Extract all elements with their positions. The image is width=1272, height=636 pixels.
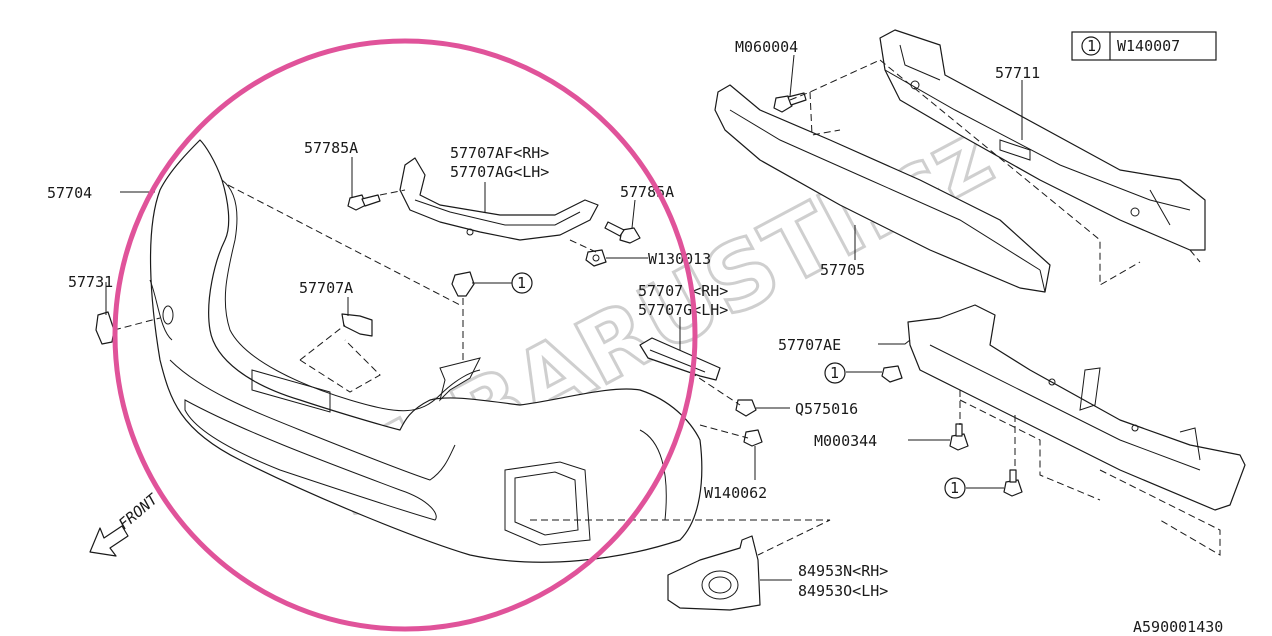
legend-part: W140007	[1117, 37, 1180, 55]
label-W130013: W130013	[648, 250, 711, 268]
figure-code: A590001430	[1133, 618, 1223, 636]
part-57731-clip	[95, 311, 161, 345]
bolt-M000344	[949, 423, 969, 451]
lower-beam-57707AE	[907, 304, 1246, 511]
svg-text:1: 1	[950, 479, 959, 497]
label-57707A: 57707A	[299, 279, 353, 297]
clip-W130013	[585, 249, 607, 267]
label-57705: 57705	[820, 261, 865, 279]
label-57785A-left: 57785A	[304, 139, 358, 157]
labels: 57704 57731 57785A 57707AF<RH> 57707AG<L…	[47, 38, 1223, 636]
fog-lamp-cover	[667, 535, 761, 611]
label-Q575016: Q575016	[795, 400, 858, 418]
label-57731: 57731	[68, 273, 113, 291]
label-57707AF: 57707AF<RH>	[450, 144, 549, 162]
bolt-57785A-left	[347, 194, 381, 211]
front-arrow: FRONT	[89, 490, 162, 557]
label-57707AE: 57707AE	[778, 336, 841, 354]
label-84953N: 84953N<RH>	[798, 562, 888, 580]
bumper-side-bracket-lower	[639, 337, 721, 381]
label-57711: 57711	[995, 64, 1040, 82]
svg-text:1: 1	[517, 274, 526, 292]
bolt-57785A-right	[604, 221, 641, 244]
bolt-lower-beam-2	[1003, 469, 1023, 497]
label-M060004: M060004	[735, 38, 798, 56]
grommet-center	[451, 271, 475, 297]
label-W140062: W140062	[704, 484, 767, 502]
svg-text:1: 1	[830, 364, 839, 382]
front-label: FRONT	[115, 490, 162, 533]
label-57707G-lh: 57707G<LH>	[638, 301, 728, 319]
bumper-side-bracket-upper	[399, 157, 599, 241]
screw-Q575016	[735, 399, 757, 417]
legend-box: 1 W140007	[1071, 31, 1217, 61]
label-M000344: M000344	[814, 432, 877, 450]
callout-57707AE: 1	[824, 362, 846, 384]
nut-W140062	[743, 429, 763, 447]
callout-center: 1	[511, 272, 533, 294]
legend-symbol: 1	[1087, 37, 1096, 55]
leader-lines	[105, 54, 1023, 581]
bracket-57707A	[341, 313, 373, 337]
label-57707AG: 57707AG<LH>	[450, 163, 549, 181]
label-57785A-right: 57785A	[620, 183, 674, 201]
label-84953O: 84953O<LH>	[798, 582, 888, 600]
label-57707-rh: 57707 <RH>	[638, 282, 728, 300]
energy-absorber-57705	[714, 84, 1051, 293]
front-bumper-face	[149, 139, 703, 563]
highlight-circle	[112, 38, 698, 632]
bolt-M060004	[773, 92, 807, 113]
callout-lower: 1	[944, 477, 966, 499]
bumper-reinforcement-57711	[879, 29, 1206, 251]
label-57704: 57704	[47, 184, 92, 202]
screw-lower-beam-1	[881, 365, 903, 383]
